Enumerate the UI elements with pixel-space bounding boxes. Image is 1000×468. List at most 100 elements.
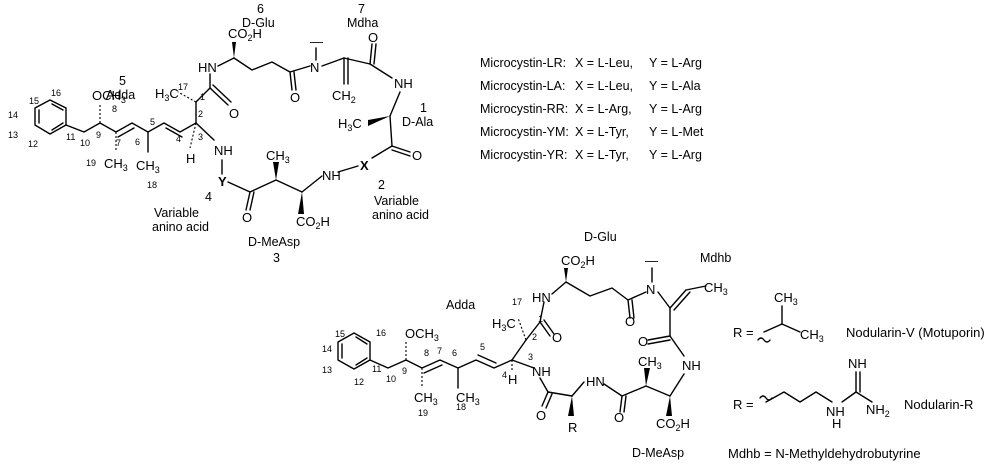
variable-y-label: Y xyxy=(218,174,227,189)
atom-number-9: 9 xyxy=(96,130,101,140)
n-atom-number-18: 18 xyxy=(456,402,466,412)
unit6-number: 6 xyxy=(257,2,264,16)
svg-text:Y = L-Arg: Y = L-Arg xyxy=(649,102,702,116)
microcystin-structure: 15 16 14 13 12 11 10 9 8 7 6 5 4 OCH3 CH… xyxy=(8,2,433,265)
glu-carbonyl-o: O xyxy=(290,90,300,105)
r-eq-label-2: R = xyxy=(733,397,754,412)
measp-co2h-label: CO2H xyxy=(296,214,330,231)
svg-text:Microcystin-YM:: Microcystin-YM: xyxy=(480,125,569,139)
n-r-label: R xyxy=(568,420,577,435)
atom-number-8: 8 xyxy=(112,104,117,114)
svg-text:Microcystin-LR:: Microcystin-LR: xyxy=(480,56,566,70)
atom-number-6: 6 xyxy=(135,137,140,147)
atom-number-10: 10 xyxy=(80,138,90,148)
unit2-line1: Variable xyxy=(374,194,419,208)
n-och3-label: OCH3 xyxy=(405,326,439,343)
c8-ch3-label: CH3 xyxy=(104,156,128,173)
svg-text:Y = L-Arg: Y = L-Arg xyxy=(649,148,702,162)
svg-text:X = L-Tyr,: X = L-Tyr, xyxy=(575,148,629,162)
n-glu-co2h-label: CO2H xyxy=(561,253,595,270)
n-c8-ch3-label: CH3 xyxy=(414,390,438,407)
n-atom-number-16: 16 xyxy=(376,328,386,338)
nodularin-v-label: Nodularin-V (Motuporin) xyxy=(846,325,985,340)
atom-number-1: 1 xyxy=(200,92,205,102)
glu-nh-label: HN xyxy=(198,60,217,75)
n-atom-number-7: 7 xyxy=(437,346,442,356)
mdha-ch2-label: CH2 xyxy=(332,88,356,105)
n-glu-carbonyl-o: O xyxy=(625,314,635,329)
n-c2-h3c-label: H3C xyxy=(492,316,516,333)
r-arginine-substituent: R = NH H NH NH2 Nodularin-R xyxy=(733,356,973,431)
n-glu-label: D-Glu xyxy=(584,230,617,244)
unit1-number: 1 xyxy=(420,101,427,115)
ala-carbonyl-o: O xyxy=(412,148,422,163)
atom-number-4: 4 xyxy=(176,134,181,144)
measp-ch3-label: CH3 xyxy=(266,148,290,165)
variant-row: Microcystin-LR: X = L-Leu, Y = L-Arg xyxy=(480,56,702,70)
microcystin-variant-list: Microcystin-LR: X = L-Leu, Y = L-Arg Mic… xyxy=(480,56,704,162)
n-c6-ch3-label: CH3 xyxy=(456,390,480,407)
svg-text:X = L-Arg,: X = L-Arg, xyxy=(575,102,632,116)
unit5-number: 5 xyxy=(119,74,126,88)
atom-number-13: 13 xyxy=(8,130,18,140)
n-atom-number-11: 11 xyxy=(372,364,381,374)
n-atom-number-17: 17 xyxy=(512,297,522,307)
n-measp-ch3-label: CH3 xyxy=(638,354,662,371)
r-isopropyl-substituent: R = CH3 CH3 Nodularin-V (Motuporin) xyxy=(733,290,985,344)
n-atom-number-12: 12 xyxy=(354,377,364,387)
c2-h3c-label: H3C xyxy=(155,86,179,103)
guanidine-nh: NH xyxy=(826,404,845,419)
variant-row: Microcystin-YM: X = L-Tyr, Y = L-Met xyxy=(480,125,704,139)
och3-label: OCH3 xyxy=(92,88,126,105)
variant-row: Microcystin-RR: X = L-Arg, Y = L-Arg xyxy=(480,102,702,116)
unit4-line2: anino acid xyxy=(152,220,209,234)
n-measp-label: D-MeAsp xyxy=(632,446,684,460)
n-r-residue-nh: HN xyxy=(586,374,605,389)
microcystin-phenyl-ring xyxy=(34,99,67,135)
guanidine-nh2: NH2 xyxy=(866,402,890,419)
n-measp-co2h-label: CO2H xyxy=(656,416,690,433)
n-atom-number-13: 13 xyxy=(322,365,332,375)
atom-number-7: 7 xyxy=(116,138,121,148)
c6-ch3-label: CH3 xyxy=(136,158,160,175)
n-atom-number-2: 2 xyxy=(532,332,537,342)
svg-text:X = L-Leu,: X = L-Leu, xyxy=(575,56,633,70)
mdha-methyl-dash: — xyxy=(310,34,323,49)
isopropyl-ch3-right: CH3 xyxy=(800,327,824,344)
n-atom-number-4: 4 xyxy=(502,370,507,380)
n-atom-number-15: 15 xyxy=(335,329,345,339)
variant-row: Microcystin-YR: X = L-Tyr, Y = L-Arg xyxy=(480,148,702,162)
unit2-line2: anino acid xyxy=(372,208,429,222)
ala-nh-label: NH xyxy=(394,76,413,91)
svg-text:Microcystin-LA:: Microcystin-LA: xyxy=(480,79,565,93)
unit3-name: D-MeAsp xyxy=(248,235,300,249)
mdhb-footnote: Mdhb = N-Methyldehydrobutyrine xyxy=(728,446,921,461)
glu-co2h-label: CO2H xyxy=(228,26,262,43)
mdha-carbonyl-o: O xyxy=(368,30,378,45)
n-mdhb-ch3-label: CH3 xyxy=(704,280,728,297)
n-mdhb-n-label: N xyxy=(646,282,655,297)
n-atom-number-14: 14 xyxy=(322,344,332,354)
unit7-name: Mdha xyxy=(347,16,378,30)
atom-number-15: 15 xyxy=(29,96,39,106)
svg-text:Microcystin-RR:: Microcystin-RR: xyxy=(480,102,568,116)
mdha-n-label: N xyxy=(310,60,319,75)
unit7-number: 7 xyxy=(358,2,365,16)
unit5-name: Adda xyxy=(106,88,135,102)
r-eq-label-1: R = xyxy=(733,325,754,340)
atom-number-17: 17 xyxy=(178,82,188,92)
n-atom-number-8: 8 xyxy=(424,348,429,358)
n-atom-number-10: 10 xyxy=(386,374,396,384)
svg-text:Microcystin-YR:: Microcystin-YR: xyxy=(480,148,568,162)
n-mdhb-label: Mdhb xyxy=(700,251,731,265)
svg-text:X = L-Tyr,: X = L-Tyr, xyxy=(575,125,629,139)
c3-nh-label: NH xyxy=(214,143,233,158)
unit4-line1: Variable xyxy=(154,206,199,220)
atom-number-19: 19 xyxy=(86,158,96,168)
atom-number-2: 2 xyxy=(198,109,203,119)
atom-number-16: 16 xyxy=(51,88,61,98)
atom-number-18: 18 xyxy=(147,180,157,190)
n-c3-h-label: H xyxy=(508,372,517,387)
n-atom-number-6: 6 xyxy=(452,348,457,358)
